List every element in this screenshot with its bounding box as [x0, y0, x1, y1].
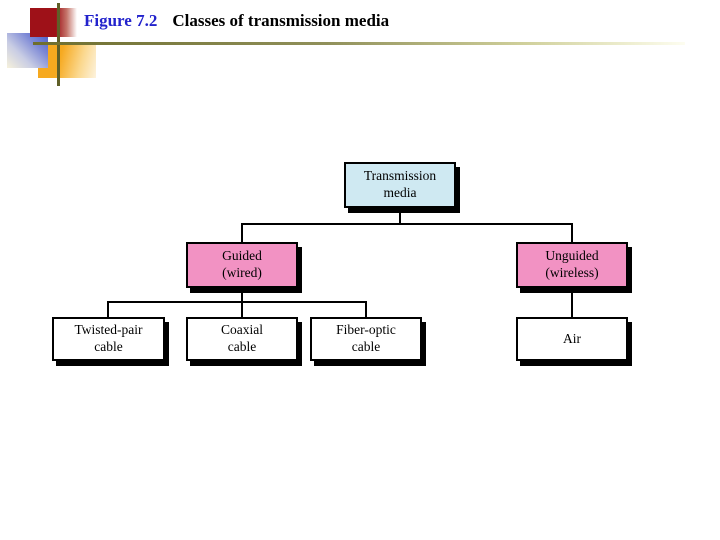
- figure-caption: Classes of transmission media: [172, 11, 390, 30]
- node-unguided-wireless: Unguided (wireless): [516, 242, 628, 288]
- logo-red-square: [30, 8, 77, 37]
- edge-guided-stub: [241, 286, 243, 303]
- edge-drop-guided: [241, 223, 243, 244]
- figure-label: Figure 7.2: [84, 11, 158, 30]
- node-coaxial-cable: Coaxial cable: [186, 317, 298, 361]
- title-horizontal-rule: [33, 42, 685, 45]
- logo-blue-square: [7, 33, 48, 68]
- node-twisted-pair-cable: Twisted-pair cable: [52, 317, 165, 361]
- edge-drop-fiber-optic: [365, 301, 367, 319]
- edge-level3-bus: [107, 301, 367, 303]
- slide-title: Figure 7.2 Classes of transmission media: [84, 11, 389, 31]
- node-air: Air: [516, 317, 628, 361]
- node-guided-wired: Guided (wired): [186, 242, 298, 288]
- edge-drop-twisted-pair: [107, 301, 109, 319]
- edge-drop-coaxial: [241, 301, 243, 319]
- slide-logo: [0, 0, 720, 100]
- edge-level2-bus: [241, 223, 573, 225]
- edge-drop-unguided: [571, 223, 573, 244]
- edge-unguided-to-air: [571, 286, 573, 319]
- edge-root-stub: [399, 206, 401, 225]
- node-fiber-optic-cable: Fiber-optic cable: [310, 317, 422, 361]
- node-transmission-media: Transmission media: [344, 162, 456, 208]
